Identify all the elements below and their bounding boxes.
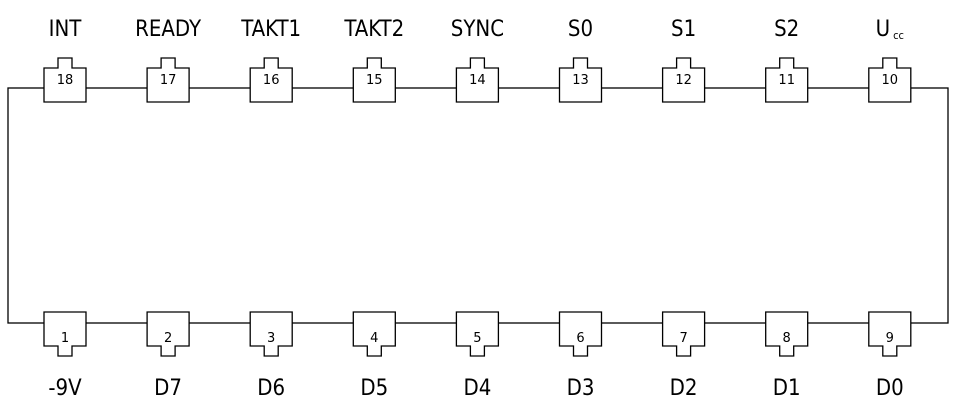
pin-number: 16 [263, 73, 280, 88]
pin-number: 7 [679, 331, 687, 346]
ic-body [7, 87, 949, 324]
pin-lead [43, 311, 87, 357]
pin-lead [249, 57, 293, 103]
pin-number: 17 [160, 73, 177, 88]
pin-label: TAKT2 [343, 17, 404, 42]
pin-lead [868, 311, 912, 357]
pin-12: 12 S1 [661, 17, 706, 103]
pin-lead [558, 311, 603, 357]
pin-lead [868, 57, 912, 103]
pin-5: 5D4 [455, 311, 500, 401]
pin-label: D6 [257, 376, 285, 401]
pin-lead [765, 57, 809, 103]
pin-label: D7 [154, 376, 182, 401]
pin-13: 13 S0 [558, 17, 603, 103]
top-pin-row: 18 INT 17 READY 16 TAKT1 15 TAKT2 14 SYNC 13 S0 12 S1… [43, 17, 912, 103]
pin-4: 4D5 [352, 311, 396, 401]
pin-lead [43, 57, 87, 103]
pin-label: D0 [876, 376, 904, 401]
pin-number: 2 [164, 331, 172, 346]
pin-number: 4 [370, 331, 378, 346]
pin-lead [661, 311, 706, 357]
pin-label: D4 [463, 376, 491, 401]
pin-15: 15 TAKT2 [343, 17, 404, 103]
pin-1: 1 -9V [43, 311, 87, 401]
pin-lead [661, 57, 706, 103]
pin-label: D1 [773, 376, 801, 401]
pin-label: S1 [671, 17, 696, 42]
pin-label: S2 [774, 17, 799, 42]
pin-9: 9D0 [868, 311, 912, 401]
pin-16: 16 TAKT1 [240, 17, 301, 103]
pin-6: 6D3 [558, 311, 603, 401]
pin-lead [455, 57, 500, 103]
pin-number: 15 [366, 73, 383, 88]
pin-label: SYNC [451, 17, 504, 42]
pin-label: INT [49, 17, 83, 42]
pin-label: D2 [670, 376, 698, 401]
pin-number: 5 [473, 331, 481, 346]
pin-14: 14 SYNC [451, 17, 504, 103]
pin-lead [146, 311, 190, 357]
pin-lead [249, 311, 293, 357]
pin-label: D3 [567, 376, 595, 401]
pin-lead [558, 57, 603, 103]
pin-label: D5 [360, 376, 388, 401]
pin-lead [352, 311, 396, 357]
pin-2: 2D7 [146, 311, 190, 401]
pin-number: 13 [572, 73, 589, 88]
pin-label: S0 [568, 17, 593, 42]
pin-label: -9V [48, 376, 82, 401]
pin-number: 9 [886, 331, 894, 346]
pin-7: 7D2 [661, 311, 706, 401]
pin-number: 14 [469, 73, 486, 88]
pin-number: 6 [576, 331, 584, 346]
pin-11: 11 S2 [765, 17, 809, 103]
pin-label: TAKT1 [240, 17, 301, 42]
pin-lead [455, 311, 500, 357]
pin-number: 12 [675, 73, 692, 88]
pin-lead [352, 57, 396, 103]
pin-18: 18 INT [43, 17, 87, 103]
bottom-pin-row: 1 -9V 2D7 3D6 4D5 5D4 6D3 7D2 8D1 9D0 [43, 311, 912, 401]
pin-number: 8 [783, 331, 791, 346]
pin-number: 10 [882, 73, 899, 88]
pin-label: READY [135, 17, 202, 42]
pin-number: 3 [267, 331, 275, 346]
pin-number: 11 [778, 73, 795, 88]
pin-lead [146, 57, 190, 103]
pin-number: 18 [57, 73, 74, 88]
pin-lead [765, 311, 809, 357]
pin-3: 3D6 [249, 311, 293, 401]
pin-8: 8D1 [765, 311, 809, 401]
pin-17: 17 READY [135, 17, 202, 103]
pin-number: 1 [61, 331, 69, 346]
